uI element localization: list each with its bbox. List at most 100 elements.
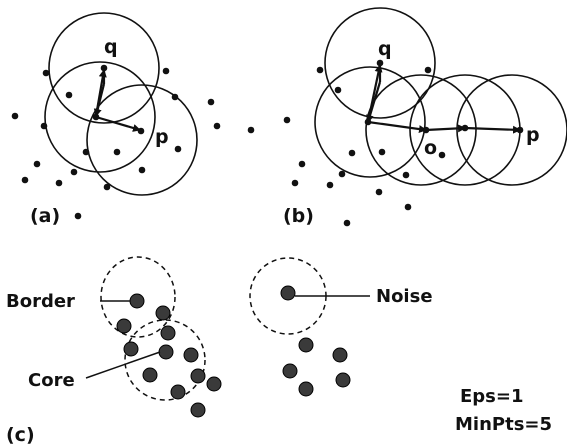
- data-point: [424, 66, 432, 74]
- eps-circle: [456, 74, 567, 186]
- eps-value: Eps=1: [460, 386, 524, 407]
- data-point: [116, 318, 132, 334]
- data-point: [190, 402, 206, 418]
- data-point: [55, 179, 63, 187]
- data-point: [138, 166, 146, 174]
- data-point: [183, 347, 199, 363]
- core-region: [124, 319, 206, 401]
- panel-a: q p (a): [11, 12, 221, 227]
- data-point: [404, 203, 412, 211]
- data-point: [142, 367, 158, 383]
- label-core: Core: [28, 370, 75, 391]
- label-q: q: [104, 36, 118, 58]
- data-point: [298, 160, 306, 168]
- border-point: [129, 293, 145, 309]
- eps-circle: [324, 7, 436, 119]
- data-point: [207, 98, 215, 106]
- parameters: Eps=1 MinPts=5: [455, 386, 552, 435]
- data-point: [123, 341, 139, 357]
- data-point: [213, 122, 221, 130]
- point-core: [364, 118, 372, 126]
- data-point: [70, 168, 78, 176]
- label-q: q: [378, 38, 392, 60]
- point-p: [137, 127, 145, 135]
- eps-circle: [314, 66, 426, 178]
- data-point: [316, 66, 324, 74]
- panel-b-tag: (b): [283, 205, 314, 227]
- data-point: [283, 116, 291, 124]
- panel-c: Border Core Noise (c): [6, 256, 433, 446]
- data-point: [291, 179, 299, 187]
- label-p: p: [526, 124, 540, 146]
- data-point: [326, 181, 334, 189]
- data-point: [103, 183, 111, 191]
- data-point: [338, 170, 346, 178]
- label-o: o: [424, 137, 437, 159]
- data-point: [282, 363, 298, 379]
- data-point: [438, 151, 446, 159]
- panel-b-points: [247, 66, 446, 227]
- core-leader: [85, 351, 161, 379]
- data-point: [65, 91, 73, 99]
- eps-circle: [48, 12, 160, 124]
- core-point: [158, 344, 174, 360]
- arrow-chain: [425, 124, 466, 133]
- data-point: [348, 149, 356, 157]
- point-chain: [461, 124, 469, 132]
- data-point: [21, 176, 29, 184]
- point-q: [376, 59, 384, 67]
- data-point: [375, 188, 383, 196]
- point-p: [516, 126, 524, 134]
- arrow-to-q: [366, 64, 383, 123]
- label-border: Border: [6, 291, 75, 312]
- eps-circle: [365, 74, 477, 186]
- label-p: p: [155, 126, 169, 148]
- data-point: [171, 93, 179, 101]
- data-point: [335, 372, 351, 388]
- data-point: [82, 148, 90, 156]
- data-point: [174, 145, 182, 153]
- arrow-chain: [367, 120, 427, 134]
- data-point: [247, 126, 255, 134]
- panel-a-arrows: [93, 68, 141, 132]
- data-point: [155, 305, 171, 321]
- data-point: [190, 368, 206, 384]
- point-o: [422, 126, 430, 134]
- data-point: [334, 86, 342, 94]
- data-point: [160, 325, 176, 341]
- border-region: [100, 256, 176, 338]
- data-point: [11, 112, 19, 120]
- data-point: [402, 171, 410, 179]
- panel-b: q o p (b): [247, 7, 567, 227]
- point-q: [100, 64, 108, 72]
- panel-a-points: [11, 67, 221, 220]
- data-point: [40, 122, 48, 130]
- data-point: [42, 69, 50, 77]
- data-point: [162, 67, 170, 75]
- data-point: [113, 148, 121, 156]
- data-point: [170, 384, 186, 400]
- data-point: [74, 212, 82, 220]
- eps-circle: [86, 84, 198, 196]
- arrow-to-q: [94, 69, 107, 117]
- panel-a-eps-circles: [44, 12, 198, 196]
- panel-a-tag: (a): [30, 205, 60, 227]
- panel-b-arrows: [366, 63, 521, 134]
- arrow-chain: [464, 125, 521, 134]
- data-point: [378, 148, 386, 156]
- panel-c-tag: (c): [6, 424, 35, 446]
- data-point: [343, 219, 351, 227]
- label-noise: Noise: [376, 286, 433, 307]
- arrow-to-p: [95, 115, 141, 132]
- data-point: [298, 381, 314, 397]
- panel-b-eps-circles: [314, 7, 567, 186]
- panel-c-leaders: [85, 295, 370, 379]
- panel-c-points: [116, 285, 351, 418]
- data-point: [298, 337, 314, 353]
- eps-circle: [44, 61, 156, 173]
- minpts-value: MinPts=5: [455, 414, 552, 435]
- point-core: [92, 113, 100, 121]
- data-point: [206, 376, 222, 392]
- noise-point: [280, 285, 296, 301]
